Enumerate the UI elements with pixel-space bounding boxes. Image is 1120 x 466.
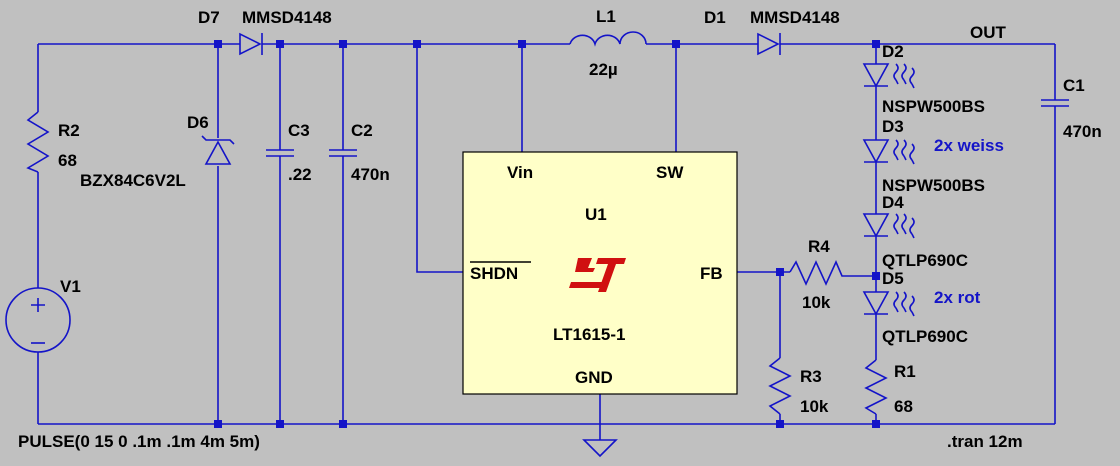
led-d4: D4 QTLP690C	[862, 193, 968, 270]
r1-ref: R1	[894, 362, 916, 381]
inductor-l1: L1 22µ	[569, 7, 647, 79]
l1-value: 22µ	[589, 60, 618, 79]
r2-ref: R2	[58, 121, 80, 140]
resistor-r3: R3 10k	[768, 357, 829, 416]
v1-ref: V1	[60, 277, 81, 296]
pin-fb-label: FB	[700, 264, 723, 283]
r3-value: 10k	[800, 397, 829, 416]
note-white-leds: 2x weiss	[934, 136, 1004, 155]
pin-sw-label: SW	[656, 163, 684, 182]
lt-logo-icon	[569, 258, 626, 292]
r3-ref: R3	[800, 367, 822, 386]
d7-ref: D7	[198, 8, 220, 27]
pin-gnd-label: GND	[575, 368, 613, 387]
net-out-label: OUT	[970, 23, 1007, 42]
r2-value: 68	[58, 151, 77, 170]
d5-value: QTLP690C	[882, 327, 968, 346]
led-d3: D3 NSPW500BS	[862, 117, 985, 195]
resistor-r1: R1 68	[864, 359, 916, 416]
d6-value: BZX84C6V2L	[80, 171, 186, 190]
wires	[37, 43, 1056, 440]
d4-ref: D4	[882, 193, 904, 212]
pin-shdn-label: SHDN	[470, 264, 518, 283]
led-d2: D2 NSPW500BS	[862, 42, 985, 116]
ic-part: LT1615-1	[553, 325, 625, 344]
c2-ref: C2	[351, 121, 373, 140]
ic-u1: Vin SW U1 SHDN FB LT1615-1 GND	[462, 151, 738, 395]
junctions	[214, 40, 880, 428]
d2-value: NSPW500BS	[882, 97, 985, 116]
source-v1: V1 PULSE(0 15 0 .1m .1m 4m 5m)	[5, 277, 260, 451]
diode-d7: D7 MMSD4148	[198, 8, 332, 56]
l1-ref: L1	[596, 7, 616, 26]
c3-ref: C3	[288, 121, 310, 140]
v1-value: PULSE(0 15 0 .1m .1m 4m 5m)	[18, 432, 260, 451]
capacitor-c1: C1 470n	[1041, 76, 1102, 141]
d4-value: QTLP690C	[882, 251, 968, 270]
c2-value: 470n	[351, 165, 390, 184]
resistor-r2: R2 68	[26, 111, 80, 173]
d6-ref: D6	[187, 113, 209, 132]
d5-ref: D5	[882, 269, 904, 288]
zener-d6: D6 BZX84C6V2L	[80, 113, 235, 190]
d3-value: NSPW500BS	[882, 176, 985, 195]
d7-value: MMSD4148	[242, 8, 332, 27]
d3-ref: D3	[882, 117, 904, 136]
ic-ref: U1	[585, 205, 607, 224]
c1-ref: C1	[1063, 76, 1085, 95]
d2-ref: D2	[882, 42, 904, 61]
tran-directive: .tran 12m	[947, 432, 1023, 451]
led-d5: D5 QTLP690C	[862, 269, 968, 346]
c3-value: .22	[288, 165, 312, 184]
r4-value: 10k	[802, 293, 831, 312]
resistor-r4: R4 10k	[789, 237, 848, 312]
d1-ref: D1	[704, 8, 726, 27]
capacitor-c2: C2 470n	[329, 121, 390, 184]
ground-icon	[582, 439, 618, 458]
note-red-leds: 2x rot	[934, 288, 981, 307]
r1-value: 68	[894, 397, 913, 416]
capacitor-c3: C3 .22	[266, 121, 312, 184]
diode-d1: D1 MMSD4148	[704, 8, 840, 56]
c1-value: 470n	[1063, 122, 1102, 141]
pin-vin-label: Vin	[507, 163, 533, 182]
r4-ref: R4	[808, 237, 830, 256]
d1-value: MMSD4148	[750, 8, 840, 27]
